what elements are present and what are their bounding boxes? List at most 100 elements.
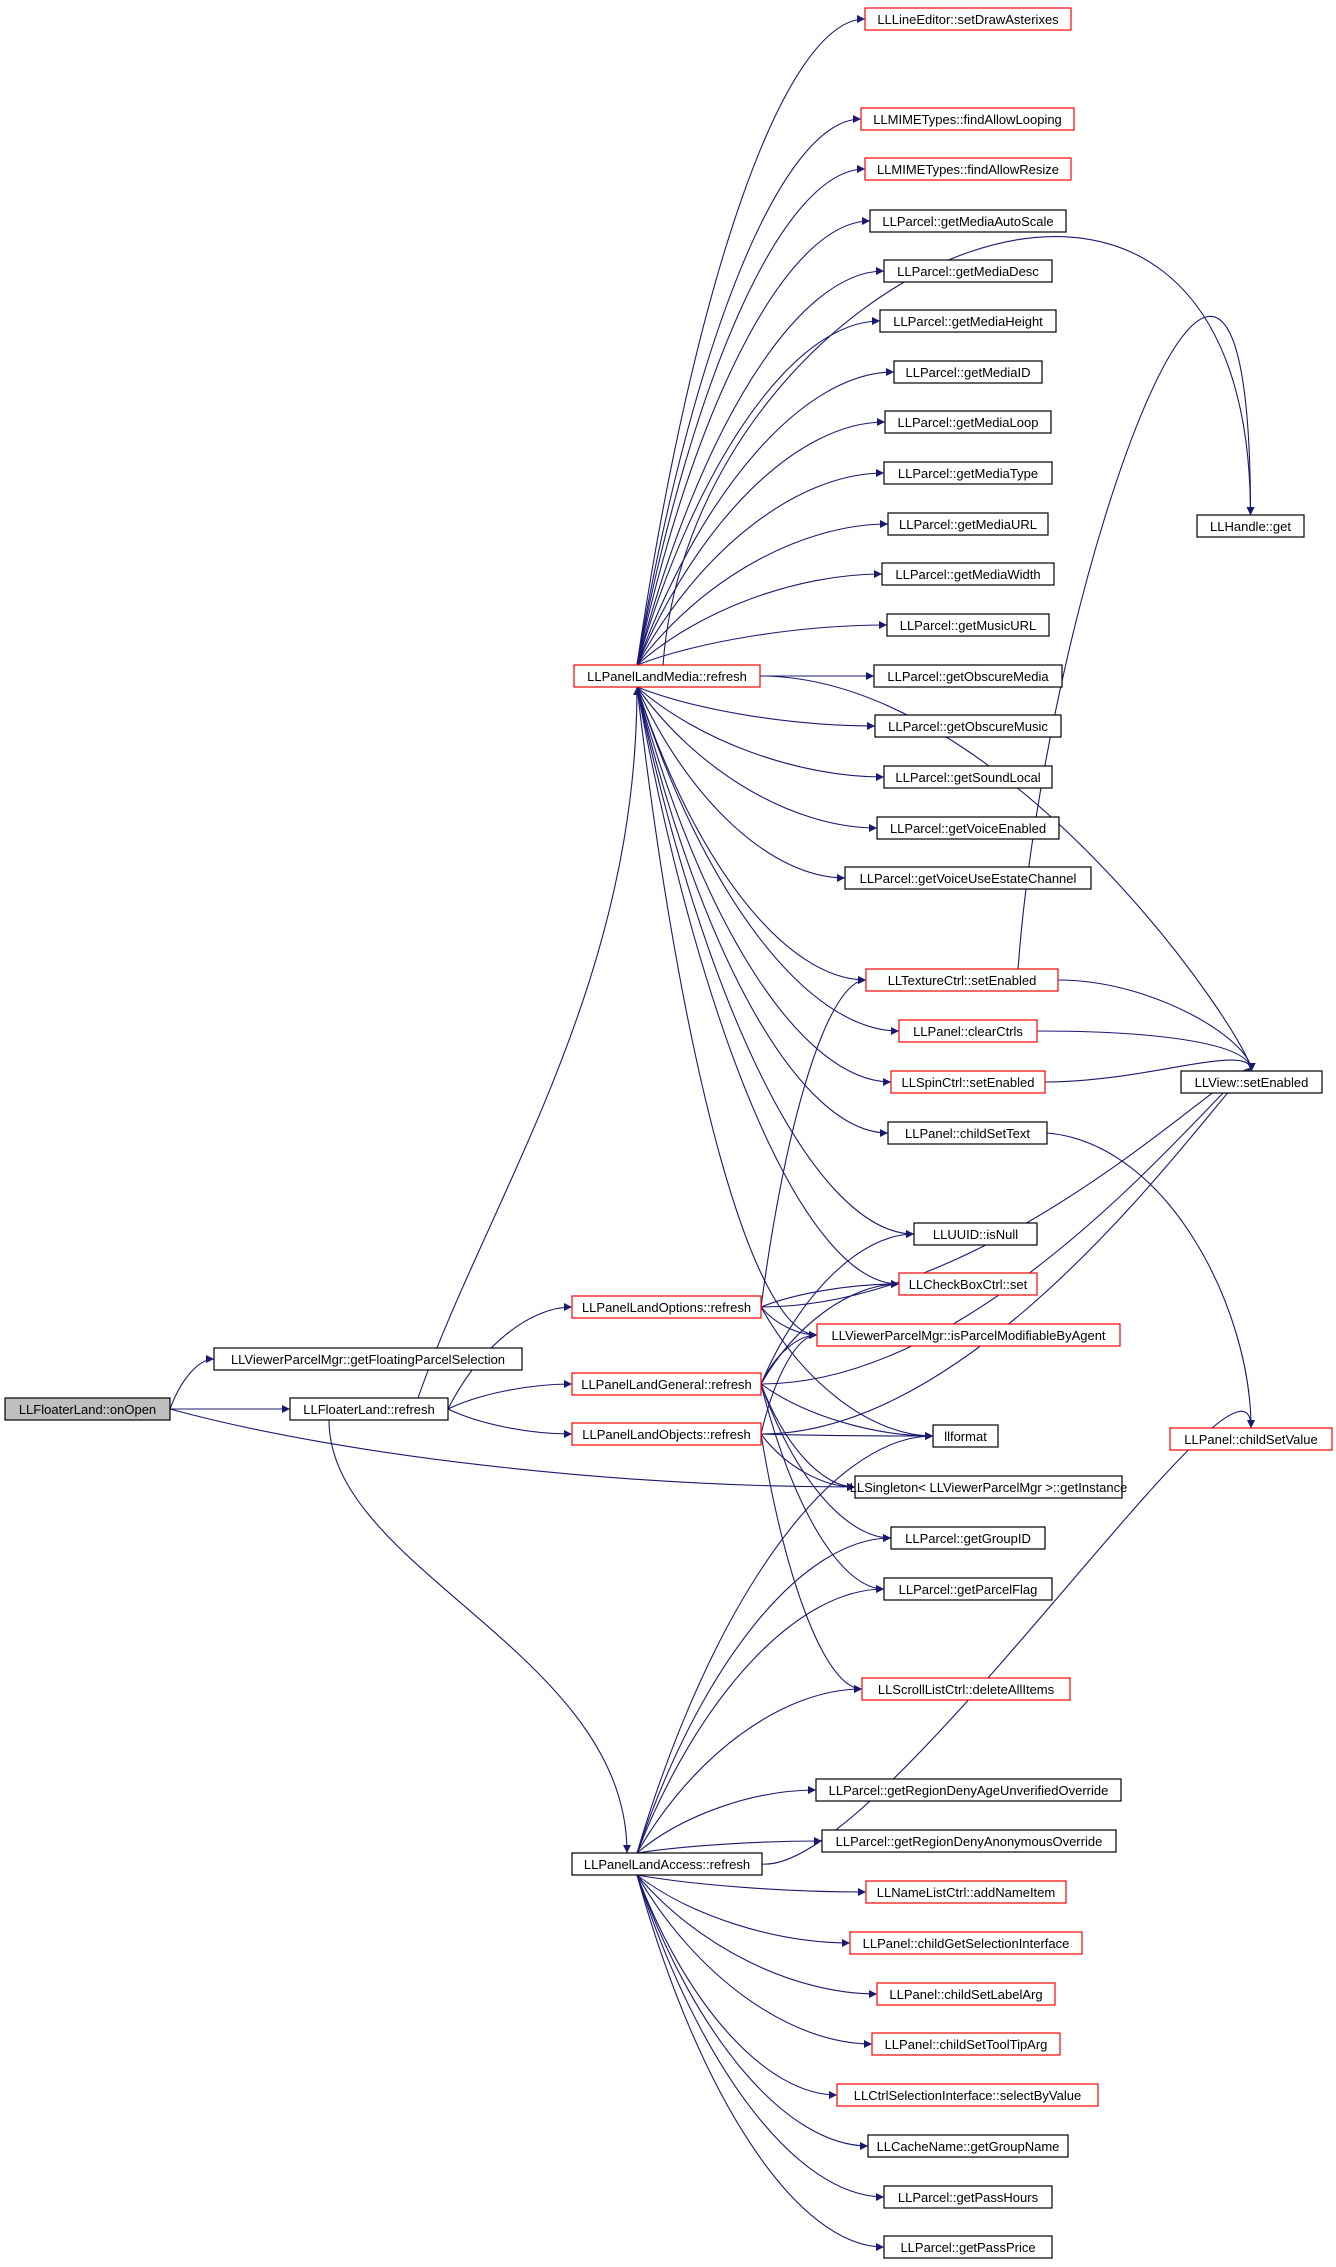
node-spinSetEnabled[interactable]: LLSpinCtrl::setEnabled xyxy=(890,1070,1046,1094)
node-childSetValue[interactable]: LLPanel::childSetValue xyxy=(1169,1427,1333,1451)
node-getInstance[interactable]: LLSingleton< LLViewerParcelMgr >::getIns… xyxy=(850,1475,1128,1499)
node-label: LLView::setEnabled xyxy=(1195,1075,1309,1090)
node-getMediaURL[interactable]: LLParcel::getMediaURL xyxy=(887,512,1049,536)
node-getMediaID[interactable]: LLParcel::getMediaID xyxy=(893,360,1043,384)
node-findAllowLooping[interactable]: LLMIMETypes::findAllowLooping xyxy=(860,107,1075,131)
node-label: llformat xyxy=(944,1429,987,1444)
node-label: LLParcel::getMediaAutoScale xyxy=(882,214,1053,229)
node-box xyxy=(879,309,1057,333)
node-selectByValue[interactable]: LLCtrlSelectionInterface::selectByValue xyxy=(836,2083,1099,2107)
node-box xyxy=(816,1323,1121,1347)
node-childSetLabelArg[interactable]: LLPanel::childSetLabelArg xyxy=(876,1982,1056,2006)
node-box xyxy=(571,1852,763,1876)
node-onOpen[interactable]: LLFloaterLand::onOpen xyxy=(4,1397,171,1421)
node-box xyxy=(890,1526,1046,1550)
node-childSetText[interactable]: LLPanel::childSetText xyxy=(887,1121,1048,1145)
node-box xyxy=(865,968,1059,992)
edge-accessRefresh-to-getPassPrice xyxy=(636,1874,885,2251)
node-findAllowResize[interactable]: LLMIMETypes::findAllowResize xyxy=(864,157,1072,181)
node-label: LLPanel::childSetValue xyxy=(1184,1432,1317,1447)
node-getObscureMedia[interactable]: LLParcel::getObscureMedia xyxy=(873,664,1063,688)
node-label: LLPanel::childSetText xyxy=(905,1126,1030,1141)
edge-optionsRefresh-to-checkBoxSet xyxy=(760,1280,900,1308)
node-label: LLTextureCtrl::setEnabled xyxy=(888,973,1037,988)
node-objectsRefresh[interactable]: LLPanelLandObjects::refresh xyxy=(571,1422,762,1446)
node-label: LLPanel::childSetLabelArg xyxy=(889,1987,1042,2002)
node-box xyxy=(871,2032,1061,2056)
node-box xyxy=(289,1397,449,1421)
node-mediaRefresh[interactable]: LLPanelLandMedia::refresh xyxy=(573,664,761,688)
node-floaterRefresh[interactable]: LLFloaterLand::refresh xyxy=(289,1397,449,1421)
node-box xyxy=(4,1397,171,1421)
node-box xyxy=(821,1829,1117,1853)
node-checkBoxSet[interactable]: LLCheckBoxCtrl::set xyxy=(898,1272,1038,1296)
node-getRegionDenyAnonymousOverride[interactable]: LLParcel::getRegionDenyAnonymousOverride xyxy=(821,1829,1117,1853)
node-getMediaAutoScale[interactable]: LLParcel::getMediaAutoScale xyxy=(869,209,1067,233)
node-getPassPrice[interactable]: LLParcel::getPassPrice xyxy=(883,2235,1053,2259)
edge-generalRefresh-to-getInstance xyxy=(760,1383,856,1491)
node-getParcelFlag[interactable]: LLParcel::getParcelFlag xyxy=(883,1577,1053,1601)
node-getMediaType[interactable]: LLParcel::getMediaType xyxy=(883,461,1053,485)
node-clearCtrls[interactable]: LLPanel::clearCtrls xyxy=(898,1019,1038,1043)
node-label: LLParcel::getMediaType xyxy=(898,466,1038,481)
node-setDrawAsterixes[interactable]: LLLineEditor::setDrawAsterixes xyxy=(864,7,1072,31)
node-isNull[interactable]: LLUUID::isNull xyxy=(913,1222,1038,1246)
node-generalRefresh[interactable]: LLPanelLandGeneral::refresh xyxy=(571,1372,762,1396)
node-getVoiceEnabled[interactable]: LLParcel::getVoiceEnabled xyxy=(876,816,1060,840)
node-box xyxy=(869,209,1067,233)
node-getRegionDenyAgeUnverifiedOverride[interactable]: LLParcel::getRegionDenyAgeUnverifiedOver… xyxy=(815,1778,1122,1802)
node-label: LLParcel::getRegionDenyAnonymousOverride xyxy=(836,1834,1103,1849)
node-box xyxy=(860,107,1075,131)
node-getMediaLoop[interactable]: LLParcel::getMediaLoop xyxy=(884,410,1052,434)
node-addNameItem[interactable]: LLNameListCtrl::addNameItem xyxy=(865,1880,1067,1904)
node-label: LLParcel::getObscureMusic xyxy=(888,719,1048,734)
node-box xyxy=(867,2134,1069,2158)
node-label: LLPanelLandGeneral::refresh xyxy=(581,1377,752,1392)
edge-floaterRefresh-to-objectsRefresh xyxy=(447,1408,573,1438)
node-viewSetEnabled[interactable]: LLView::setEnabled xyxy=(1180,1070,1323,1094)
node-childGetSelectionInterface[interactable]: LLPanel::childGetSelectionInterface xyxy=(849,1931,1083,1955)
node-handleGet[interactable]: LLHandle::get xyxy=(1196,514,1305,538)
node-box xyxy=(213,1347,523,1371)
edge-accessRefresh-to-childSetToolTipArg xyxy=(636,1874,873,2048)
node-label: LLParcel::getMediaWidth xyxy=(895,567,1040,582)
node-box xyxy=(844,866,1092,890)
node-getMusicURL[interactable]: LLParcel::getMusicURL xyxy=(886,613,1050,637)
edge-mediaRefresh-to-getMediaHeight xyxy=(636,317,881,666)
node-textureSetEnabled[interactable]: LLTextureCtrl::setEnabled xyxy=(865,968,1059,992)
node-accessRefresh[interactable]: LLPanelLandAccess::refresh xyxy=(571,1852,763,1876)
node-getSoundLocal[interactable]: LLParcel::getSoundLocal xyxy=(883,765,1053,789)
edge-floaterRefresh-to-accessRefresh xyxy=(328,1419,631,1854)
node-getObscureMusic[interactable]: LLParcel::getObscureMusic xyxy=(874,714,1062,738)
node-label: LLViewerParcelMgr::isParcelModifiableByA… xyxy=(831,1328,1105,1343)
node-box xyxy=(865,1880,1067,1904)
edge-accessRefresh-to-childGetSelectionInterface xyxy=(636,1874,851,1947)
edge-accessRefresh-to-addNameItem xyxy=(636,1874,867,1896)
node-box xyxy=(573,664,761,688)
edge-generalRefresh-to-getGroupID xyxy=(760,1383,892,1542)
node-isParcelModifiableByAgent[interactable]: LLViewerParcelMgr::isParcelModifiableByA… xyxy=(816,1323,1121,1347)
node-deleteAllItems[interactable]: LLScrollListCtrl::deleteAllItems xyxy=(861,1677,1071,1701)
edge-optionsRefresh-to-llformat xyxy=(760,1306,934,1440)
node-box xyxy=(571,1372,762,1396)
node-box xyxy=(571,1422,762,1446)
node-childSetToolTipArg[interactable]: LLPanel::childSetToolTipArg xyxy=(871,2032,1061,2056)
edge-onOpen-to-getInstance xyxy=(169,1408,856,1491)
node-getPassHours[interactable]: LLParcel::getPassHours xyxy=(883,2185,1053,2209)
edge-accessRefresh-to-getGroupName xyxy=(636,1874,869,2150)
edge-generalRefresh-to-isNull xyxy=(760,1230,915,1385)
node-label: LLCtrlSelectionInterface::selectByValue xyxy=(854,2088,1081,2103)
node-getFloatingParcelSelection[interactable]: LLViewerParcelMgr::getFloatingParcelSele… xyxy=(213,1347,523,1371)
node-getGroupID[interactable]: LLParcel::getGroupID xyxy=(890,1526,1046,1550)
node-llformat[interactable]: llformat xyxy=(932,1424,999,1448)
edge-accessRefresh-to-selectByValue xyxy=(636,1874,838,2099)
node-label: LLParcel::getMediaDesc xyxy=(897,264,1039,279)
node-getGroupName[interactable]: LLCacheName::getGroupName xyxy=(867,2134,1069,2158)
edge-objectsRefresh-to-llformat xyxy=(760,1431,934,1440)
node-getMediaWidth[interactable]: LLParcel::getMediaWidth xyxy=(881,562,1055,586)
node-getMediaDesc[interactable]: LLParcel::getMediaDesc xyxy=(883,259,1053,283)
node-box xyxy=(854,1475,1123,1499)
node-optionsRefresh[interactable]: LLPanelLandOptions::refresh xyxy=(571,1295,762,1319)
node-getVoiceUseEstateChannel[interactable]: LLParcel::getVoiceUseEstateChannel xyxy=(844,866,1092,890)
node-getMediaHeight[interactable]: LLParcel::getMediaHeight xyxy=(879,309,1057,333)
